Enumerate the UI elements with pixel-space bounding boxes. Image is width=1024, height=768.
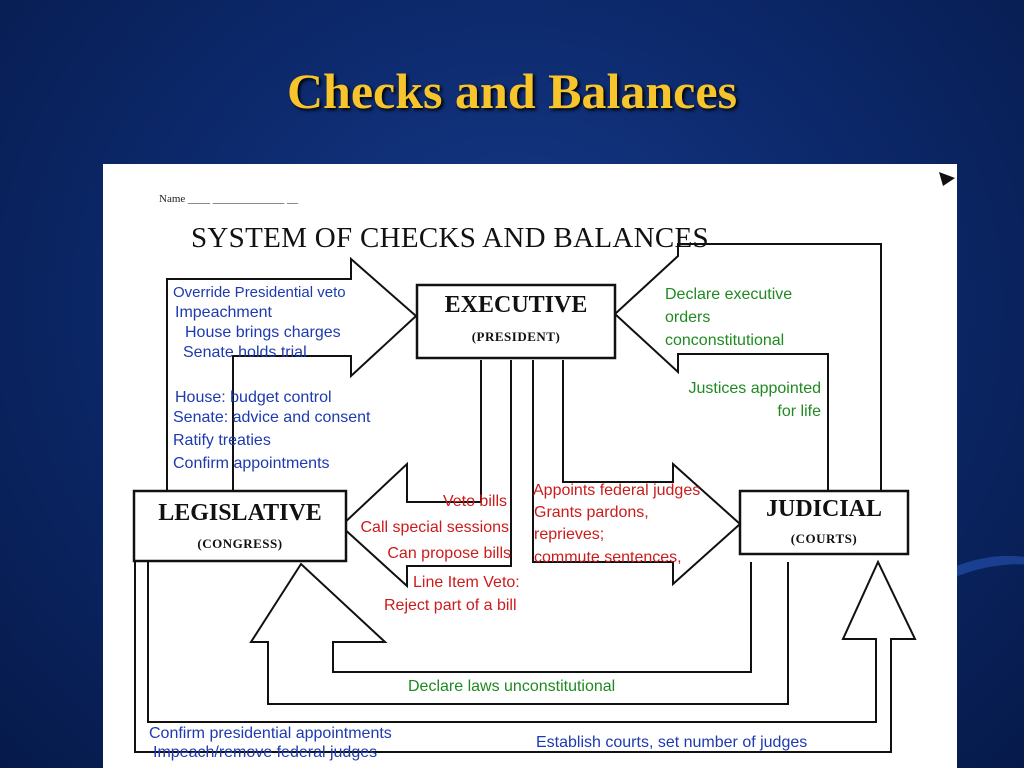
judicial-title: JUDICIAL	[765, 496, 882, 522]
check-override-veto: Override Presidential veto	[173, 284, 346, 301]
check-veto-bills: Veto bills	[442, 493, 507, 510]
check-house-charges: House brings charges	[185, 324, 341, 341]
check-impeachment: Impeachment	[175, 304, 272, 321]
check-special-sessions: Call special sessions	[360, 519, 509, 536]
arrow-judicial-to-legislative	[249, 562, 789, 705]
name-label: Name ____ _____________ __	[159, 193, 299, 205]
check-declare-laws-unconstitutional: Declare laws unconstitutional	[408, 678, 616, 695]
arrow-judicial-to-executive	[613, 243, 882, 492]
check-reprieves: reprieves;	[534, 526, 605, 543]
power-budget-control: House: budget control	[175, 389, 332, 406]
power-confirm-appointments: Confirm appointments	[173, 455, 330, 472]
executive-subtitle: (PRESIDENT)	[471, 329, 561, 344]
note-justices-appointed: Justices appointed	[688, 380, 821, 397]
check-appoint-judges: Appoints federal judges	[533, 482, 701, 499]
power-ratify-treaties: Ratify treaties	[173, 432, 271, 449]
executive-title: EXECUTIVE	[444, 292, 588, 318]
legislative-subtitle: (CONGRESS)	[197, 536, 283, 551]
check-orders: orders	[665, 309, 711, 326]
check-line-item-veto: Line Item Veto:	[413, 574, 520, 591]
check-impeach-judges: Impeach/remove federal judges	[153, 744, 378, 761]
note-for-life: for life	[777, 403, 821, 420]
legislative-box	[132, 489, 348, 563]
judicial-box	[738, 489, 910, 556]
diagram-arrows	[132, 172, 955, 753]
executive-box	[415, 283, 617, 360]
power-advice-consent: Senate: advice and consent	[173, 409, 371, 426]
check-declare-executive: Declare executive	[665, 286, 793, 303]
check-reject-part-bill: Reject part of a bill	[384, 597, 517, 614]
worksheet-title: SYSTEM OF CHECKS AND BALANCES	[191, 222, 709, 254]
check-commute-sentences: commute sentences,	[534, 549, 682, 566]
judicial-subtitle: (COURTS)	[790, 531, 858, 546]
check-propose-bills: Can propose bills	[387, 545, 511, 562]
check-unconstitutional-orders: conconstitutional	[665, 332, 785, 349]
check-grants-pardons: Grants pardons,	[534, 504, 649, 521]
corner-mark	[939, 172, 955, 186]
diagram-panel: Name ____ _____________ __ SYSTEM OF CHE…	[103, 164, 957, 768]
legislative-title: LEGISLATIVE	[158, 500, 322, 526]
check-confirm-presidential-appointments: Confirm presidential appointments	[149, 725, 392, 742]
check-establish-courts: Establish courts, set number of judges	[536, 734, 808, 751]
arrow-legislative-to-judicial	[134, 559, 917, 753]
check-senate-trial: Senate holds trial	[183, 344, 307, 361]
slide-title: Checks and Balances	[286, 63, 738, 119]
